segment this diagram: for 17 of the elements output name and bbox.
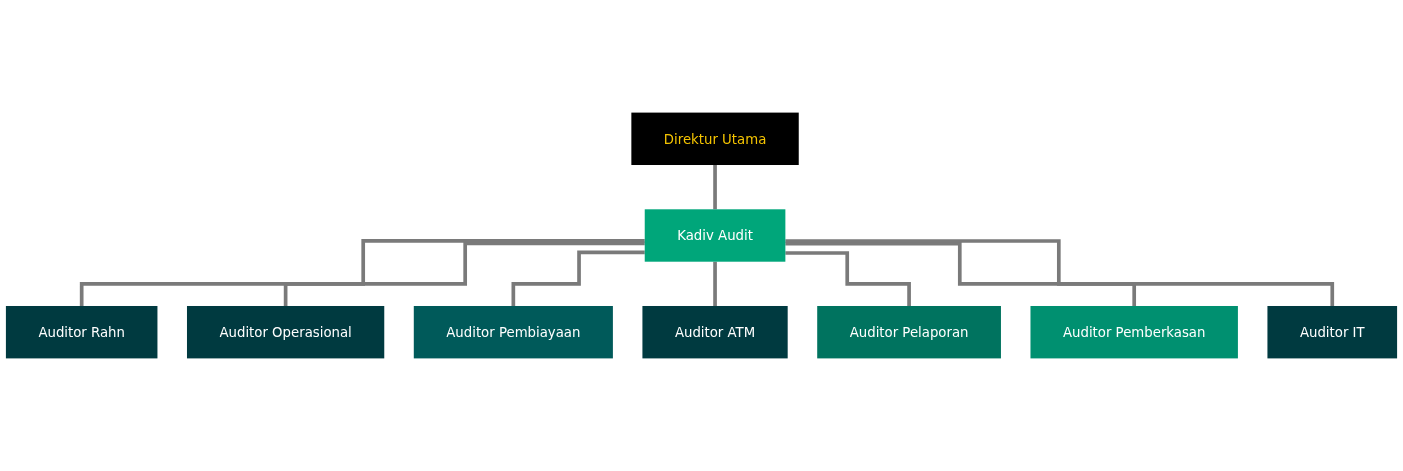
node-box: Auditor IT	[1267, 306, 1398, 359]
node-box: Auditor ATM	[642, 306, 788, 359]
connector	[713, 163, 717, 212]
node-box: Auditor Rahn	[5, 306, 158, 359]
node-box: Auditor Pelaporan	[817, 306, 1001, 359]
node-box: Direktur Utama	[631, 112, 799, 165]
node-box: Auditor Pemberkasan	[1030, 306, 1238, 359]
node-box: Kadiv Audit	[644, 209, 786, 262]
connector	[785, 241, 1137, 308]
node-box: Auditor Pembiayaan	[413, 306, 613, 359]
connector	[283, 241, 645, 308]
connector	[785, 239, 1335, 308]
connector	[79, 239, 645, 308]
connector	[713, 259, 717, 308]
connector	[511, 250, 645, 308]
connector	[785, 251, 911, 308]
node-box: Auditor Operasional	[187, 306, 385, 359]
